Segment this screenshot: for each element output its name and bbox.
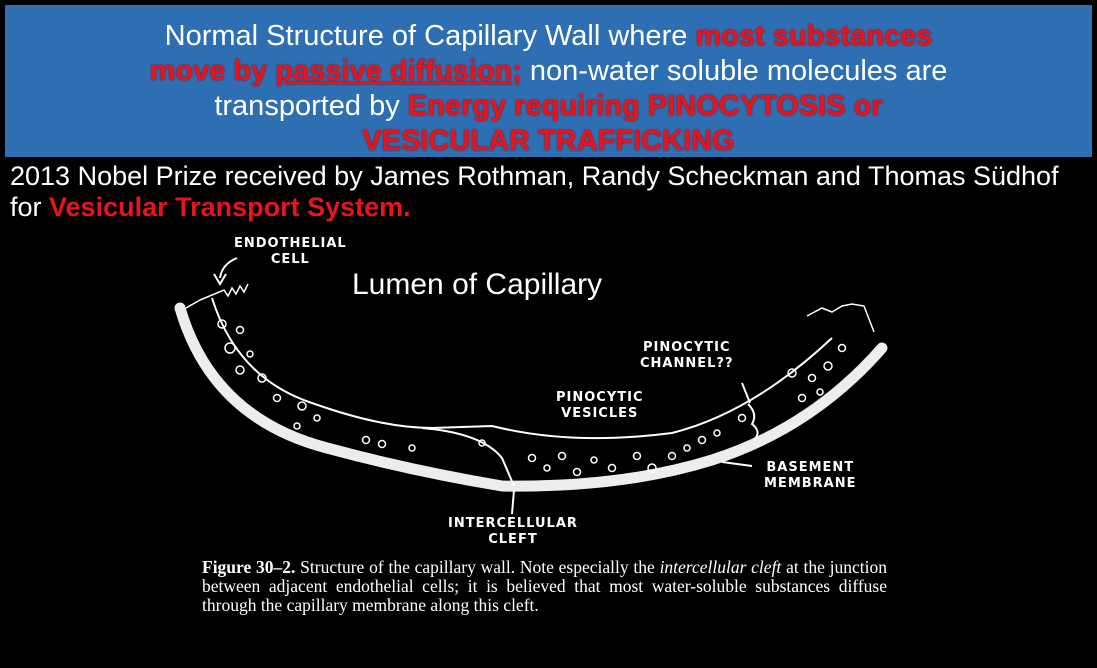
label-line: PINOCYTIC <box>640 340 734 356</box>
label-basement-membrane: BASEMENT MEMBRANE <box>764 460 857 492</box>
caption-text: Structure of the capillary wall. Note es… <box>295 557 659 577</box>
title-text: non-water soluble molecules are <box>522 55 948 87</box>
caption-italic: intercellular cleft <box>660 557 782 577</box>
label-intercellular-cleft: INTERCELLULAR CLEFT <box>448 516 578 548</box>
label-line: CHANNEL?? <box>640 356 734 372</box>
label-line: ENDOTHELIAL <box>234 236 347 252</box>
label-line: CLEFT <box>448 532 578 548</box>
label-line: BASEMENT <box>764 460 857 476</box>
pinocytic-channel <box>748 404 758 440</box>
basement-arrow <box>722 462 752 466</box>
label-line: MEMBRANE <box>764 476 857 492</box>
title-text: transported by <box>214 90 407 122</box>
pinocytic-vesicles <box>218 320 846 476</box>
caption-figure-number: Figure 30–2. <box>202 557 295 577</box>
right-cell-edge <box>807 304 874 332</box>
label-line: CELL <box>234 252 347 268</box>
title-line-1: Normal Structure of Capillary Wall where… <box>5 19 1092 54</box>
label-pinocytic-channel: PINOCYTIC CHANNEL?? <box>640 340 734 372</box>
title-line-4: VESICULAR TRAFFICKING <box>5 124 1092 159</box>
title-highlight: move by <box>150 55 276 87</box>
title-highlight: most substances <box>695 20 932 52</box>
title-line-2: move by passive diffusion; non-water sol… <box>5 54 1092 89</box>
title-highlight: Energy requiring PINOCYTOSIS or <box>408 90 883 122</box>
cleft-arrow <box>512 490 514 514</box>
label-line: VESICLES <box>556 406 644 422</box>
title-line-3: transported by Energy requiring PINOCYTO… <box>5 89 1092 124</box>
left-cell-edge <box>200 284 248 300</box>
title-text: Normal Structure of Capillary Wall where <box>165 20 696 52</box>
lumen-label: Lumen of Capillary <box>352 268 602 302</box>
channel-arrow <box>742 383 750 403</box>
capillary-figure: Lumen of Capillary ENDOTHELIAL CELL PINO… <box>152 228 912 668</box>
figure-caption: Figure 30–2. Structure of the capillary … <box>202 558 887 615</box>
title-highlight: VESICULAR TRAFFICKING <box>362 125 734 157</box>
nobel-highlight: Vesicular Transport System. <box>49 192 411 222</box>
title-highlight-underlined: passive diffusion; <box>275 55 522 87</box>
label-line: PINOCYTIC <box>556 390 644 406</box>
nobel-note: 2013 Nobel Prize received by James Rothm… <box>10 161 1095 223</box>
label-endothelial-cell: ENDOTHELIAL CELL <box>234 236 347 268</box>
label-pinocytic-vesicles: PINOCYTIC VESICLES <box>556 390 644 422</box>
title-banner: Normal Structure of Capillary Wall where… <box>5 5 1092 157</box>
label-line: INTERCELLULAR <box>448 516 578 532</box>
